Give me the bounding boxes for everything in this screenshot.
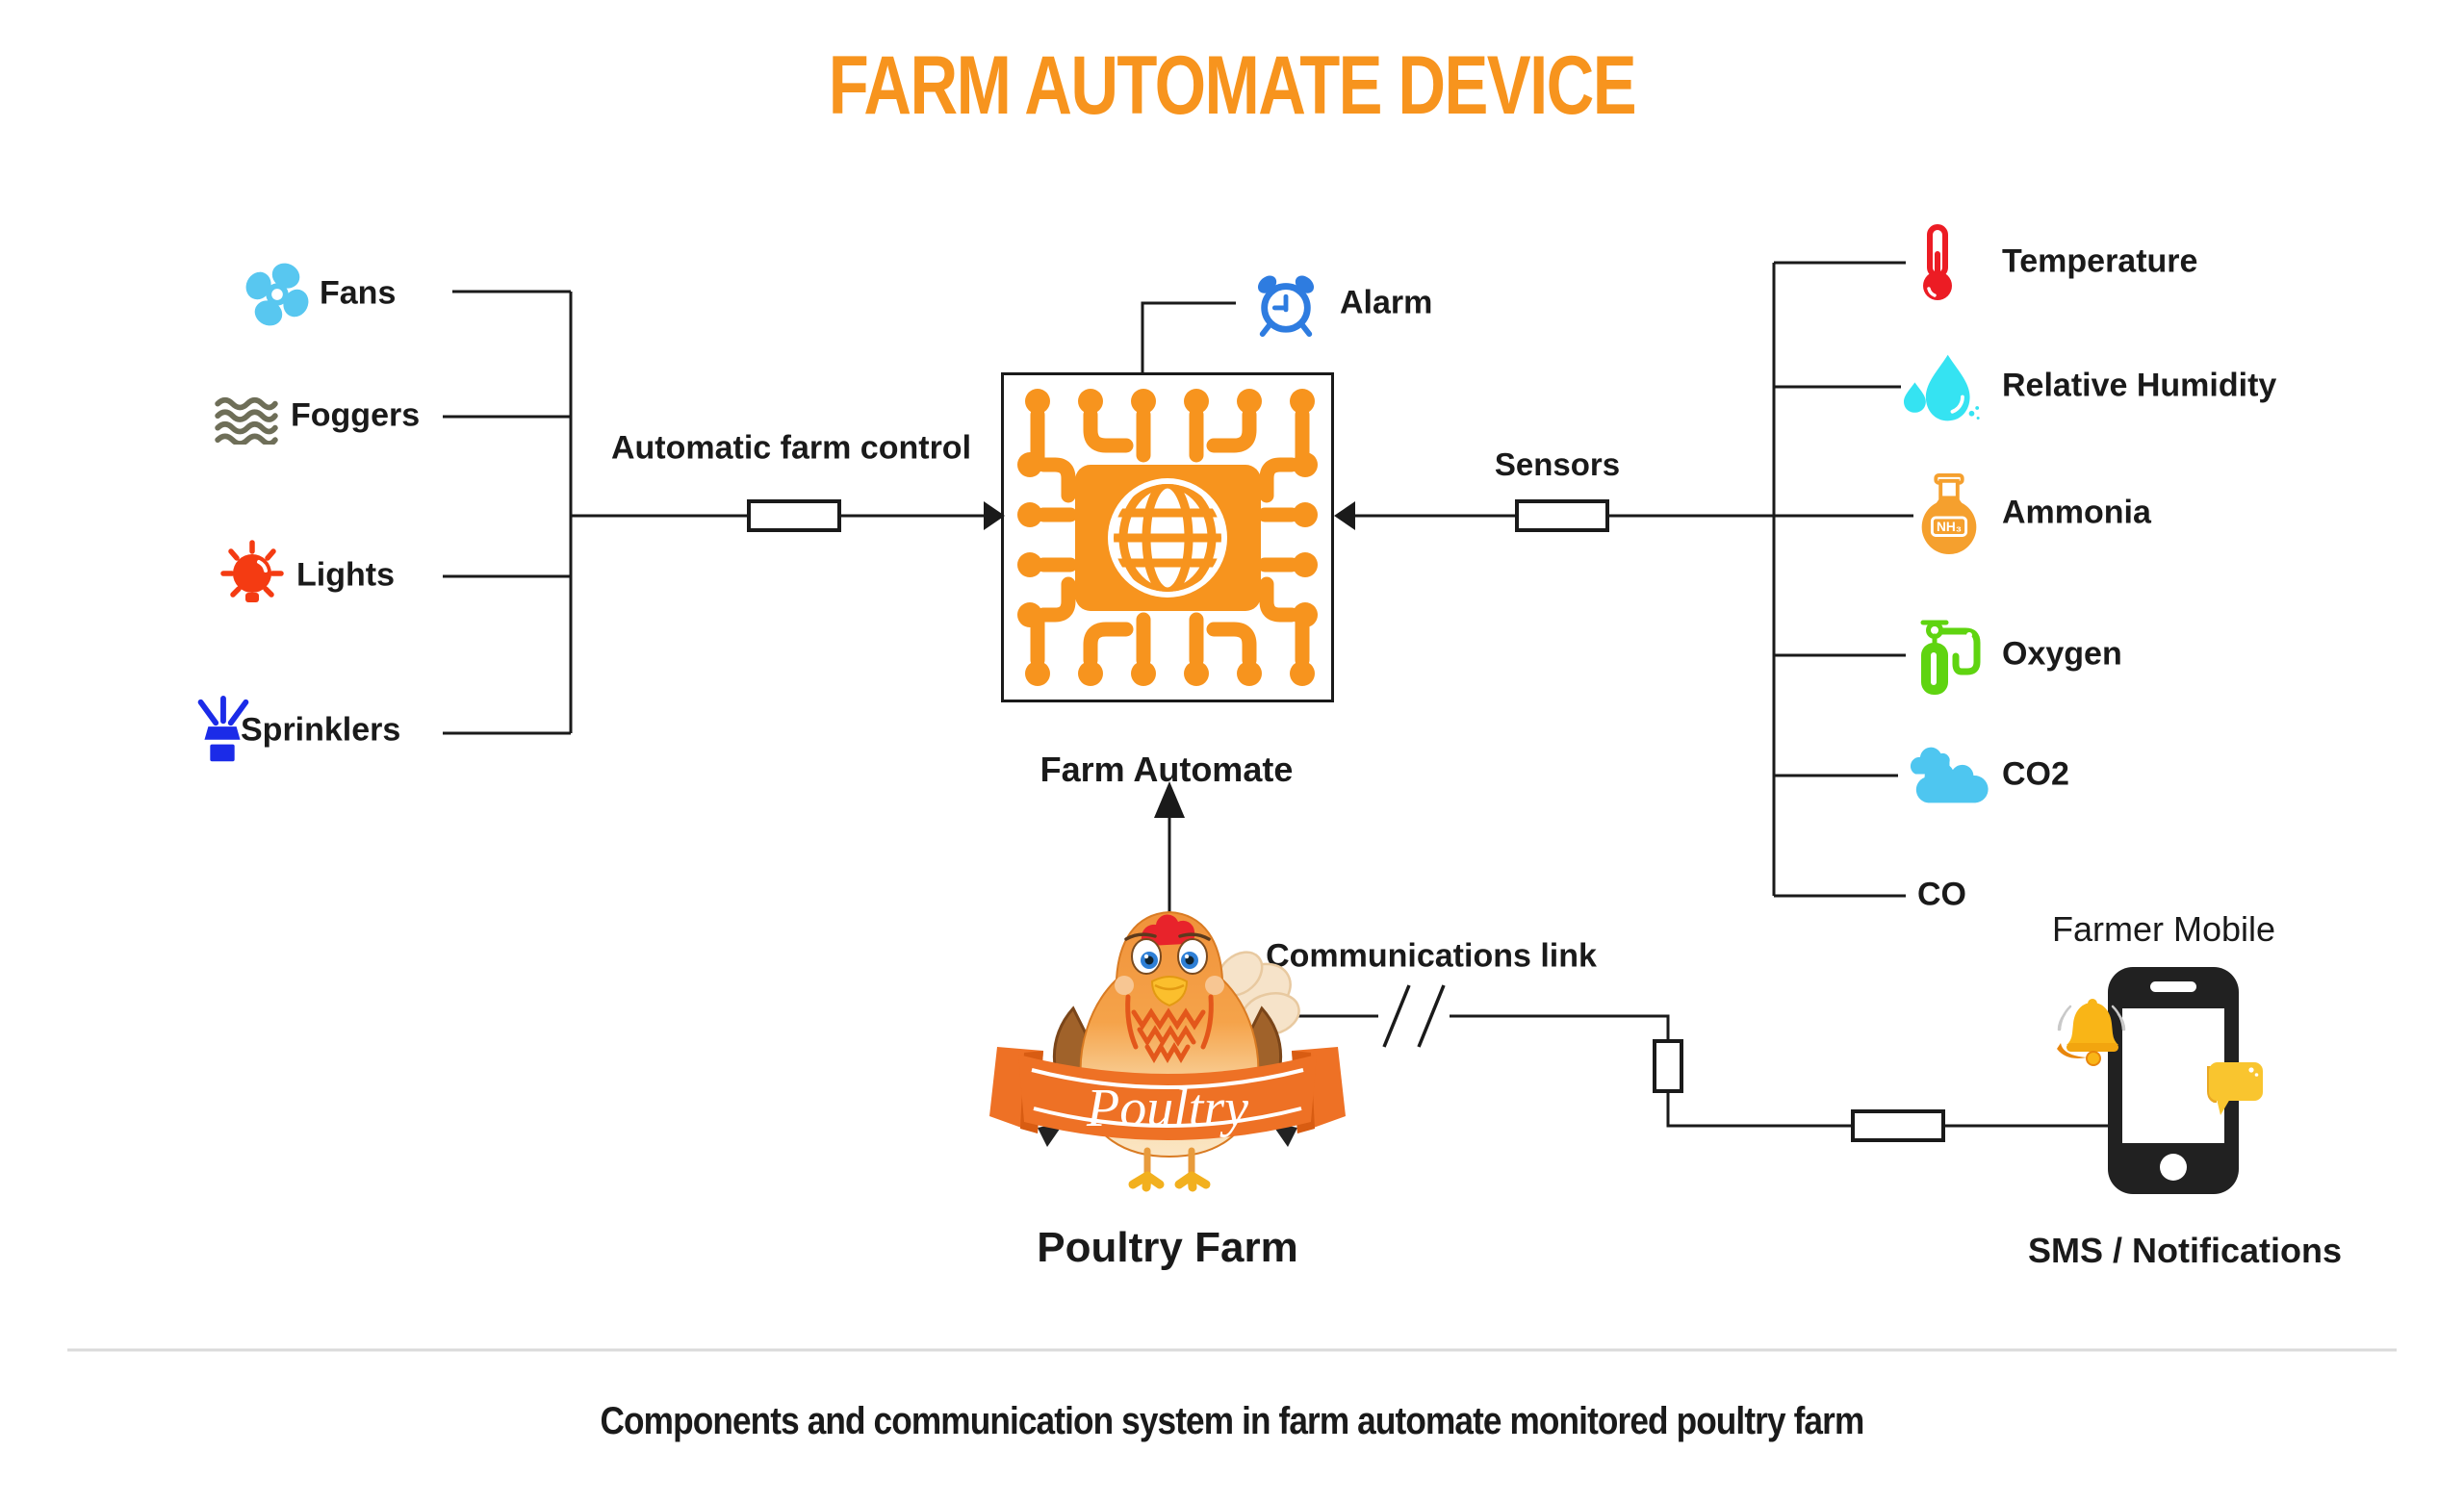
sensor-link-line <box>1355 499 1913 532</box>
thermometer-icon <box>1923 224 1952 300</box>
control-link-label: Automatic farm control <box>610 429 972 467</box>
figure-caption-wrap: Components and communication system in f… <box>0 1400 2464 1443</box>
control-link-line <box>571 499 984 532</box>
arrowhead-into-chip-right <box>1334 501 1355 530</box>
sensor-label-oxygen: Oxygen <box>2002 635 2122 673</box>
sms-bubble-icon <box>2207 1062 2263 1115</box>
farmer-mobile-title: Farmer Mobile <box>2051 909 2276 949</box>
oxygen-tank-icon <box>1920 620 1981 695</box>
figure-caption: Components and communication system in f… <box>600 1400 1865 1442</box>
light-bulb-icon <box>220 540 284 602</box>
arrowhead-farm-automate <box>1154 781 1185 818</box>
break-mark <box>1382 984 1411 1048</box>
resistor-box <box>1653 1039 1683 1093</box>
arrowhead-into-chip-left <box>984 501 1005 530</box>
sensor-label-ammonia: Ammonia <box>2002 494 2151 531</box>
sensor-label-humidity: Relative Humidity <box>2002 367 2277 404</box>
comb <box>1141 914 1195 946</box>
circuit-chip-globe-icon <box>1017 389 1318 686</box>
poultry-banner: Poultry <box>989 1047 1346 1147</box>
resistor-box <box>1515 499 1609 532</box>
bell-icon <box>2057 999 2126 1066</box>
comms-link-label: Communications link <box>1266 937 1597 975</box>
actuator-label-sprinklers: Sprinklers <box>241 711 401 749</box>
sensor-label-temperature: Temperature <box>2002 242 2198 280</box>
hub-label: Farm Automate <box>1040 750 1294 789</box>
actuator-label-fans: Fans <box>320 274 397 312</box>
chest-feathers <box>1125 994 1214 1063</box>
beak <box>1150 976 1189 1007</box>
flask-icon: NH₃ <box>1921 473 1977 555</box>
water-drop-icon <box>1904 354 1980 421</box>
comms-link-line <box>1272 984 2110 1142</box>
fog-waves-icon <box>215 396 278 445</box>
phone-home-button <box>2160 1154 2187 1181</box>
phone-speaker <box>2150 981 2196 992</box>
banner-text: Poultry <box>1086 1079 1248 1138</box>
alarm-label: Alarm <box>1340 284 1433 321</box>
actuator-label-foggers: Foggers <box>291 396 421 434</box>
resistor-box <box>1851 1109 1945 1142</box>
smartphone-icon <box>2057 967 2263 1194</box>
resistor-box <box>747 499 841 532</box>
feet <box>1128 1171 1211 1192</box>
chicken-mascot: Poultry <box>989 910 1346 1192</box>
actuator-bracket-lines <box>443 290 573 735</box>
page-title-wrap: FARM AUTOMATE DEVICE <box>0 38 2464 134</box>
sensor-label-co: CO <box>1917 876 1966 913</box>
eyes <box>1131 938 1208 975</box>
sensor-bracket-lines <box>1772 261 1906 898</box>
sprinkler-icon <box>197 695 249 762</box>
alarm-clock-icon <box>1257 275 1315 338</box>
poultry-farm-label: Poultry Farm <box>1037 1224 1298 1271</box>
sensor-label-co2: CO2 <box>2002 755 2069 793</box>
sms-notifications-label: SMS / Notifications <box>2027 1231 2343 1270</box>
sensors-link-label: Sensors <box>1494 446 1621 482</box>
actuator-label-lights: Lights <box>296 556 395 594</box>
page-title: FARM AUTOMATE DEVICE <box>828 39 1637 132</box>
flask-badge-text: NH₃ <box>1937 520 1962 534</box>
break-mark <box>1417 984 1446 1048</box>
cloud-icon <box>1908 744 1989 803</box>
alarm-connector-line <box>1141 301 1236 372</box>
fan-icon <box>245 263 309 326</box>
